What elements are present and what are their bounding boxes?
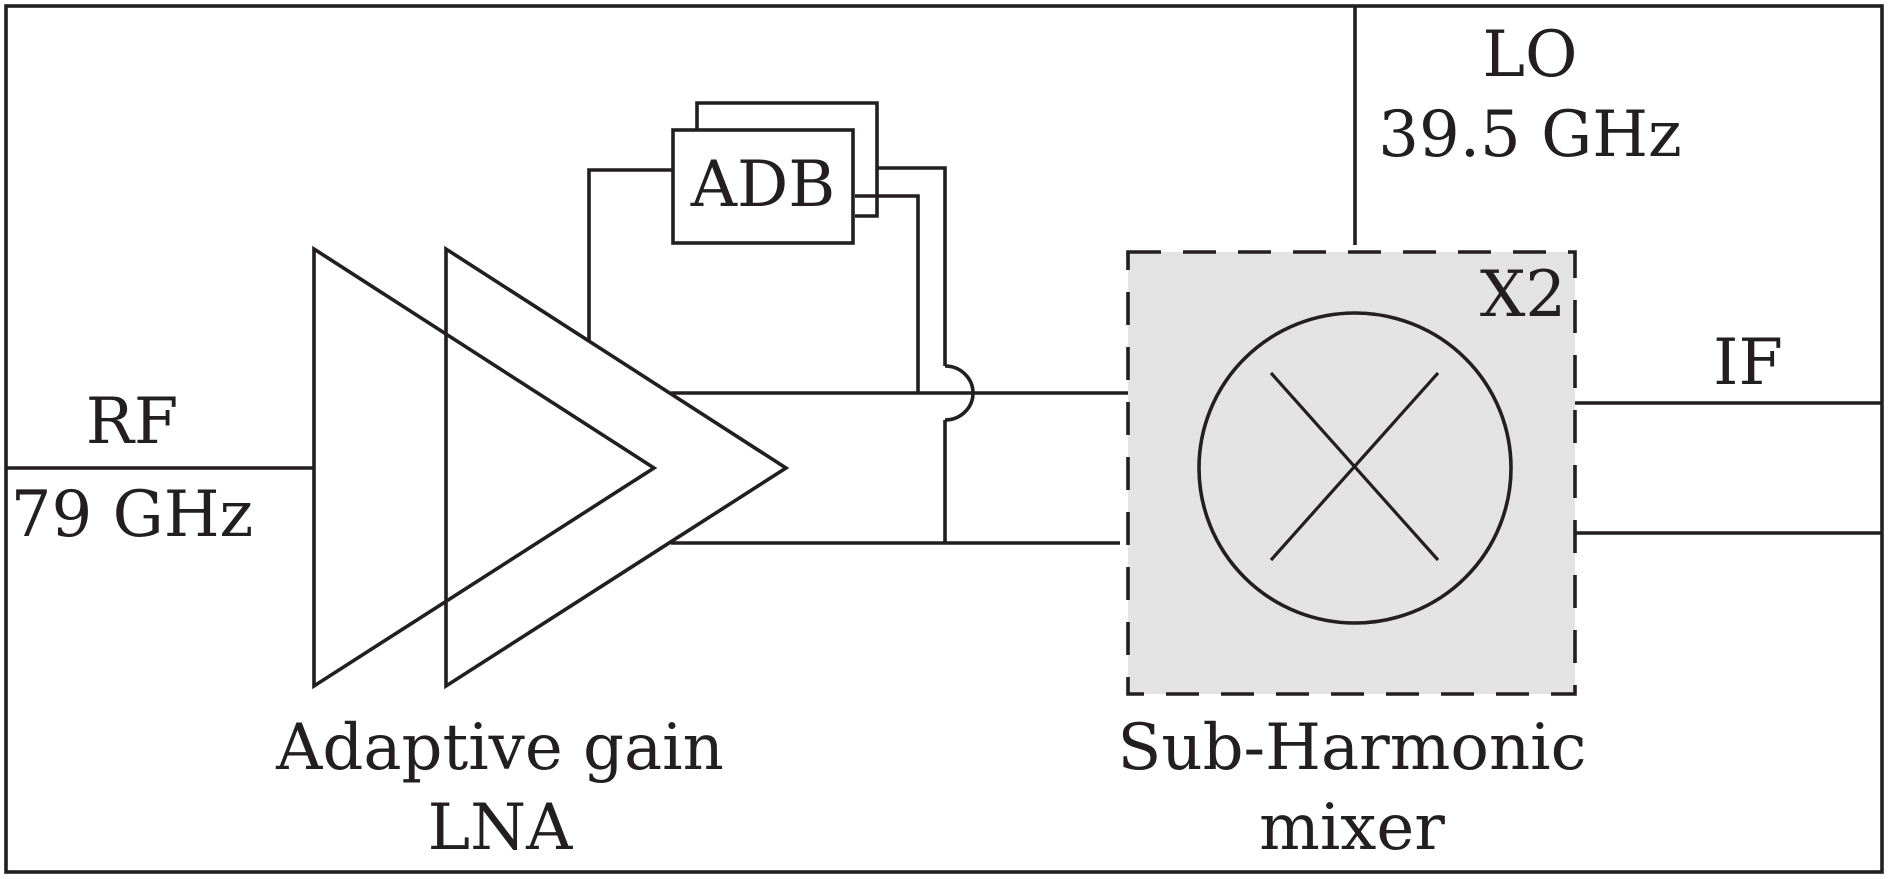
adb-back-box <box>695 101 879 218</box>
lna-triangle-first <box>312 245 658 690</box>
wire-crossover-hop <box>944 364 975 422</box>
outer-frame <box>4 4 1884 874</box>
label-lna-line1: Adaptive gain <box>275 711 724 785</box>
label-mixer-line2: mixer <box>1259 791 1445 865</box>
lna-triangle-second <box>444 245 790 690</box>
label-mixer-line1: Sub-Harmonic <box>1118 711 1587 785</box>
label-if: IF <box>1713 326 1783 400</box>
adb-output-wire-inner <box>855 194 920 393</box>
adb-input-wire <box>587 168 673 340</box>
label-x2: X2 <box>1480 258 1566 332</box>
mixer-dashed-border <box>1126 250 1577 696</box>
label-adb: ADB <box>690 148 836 222</box>
adb-output-wire-upper <box>878 166 947 366</box>
label-lo-frequency: 39.5 GHz <box>1378 98 1682 172</box>
mixer-background <box>1128 252 1575 694</box>
mixer-circle <box>1197 311 1513 625</box>
adb-front-box <box>671 128 855 245</box>
label-lna-line2: LNA <box>428 791 574 865</box>
label-lo: LO <box>1483 18 1578 92</box>
mixer-cross-line-b <box>1269 371 1440 562</box>
label-rf-frequency: 79 GHz <box>11 478 253 552</box>
label-rf: RF <box>86 385 179 459</box>
